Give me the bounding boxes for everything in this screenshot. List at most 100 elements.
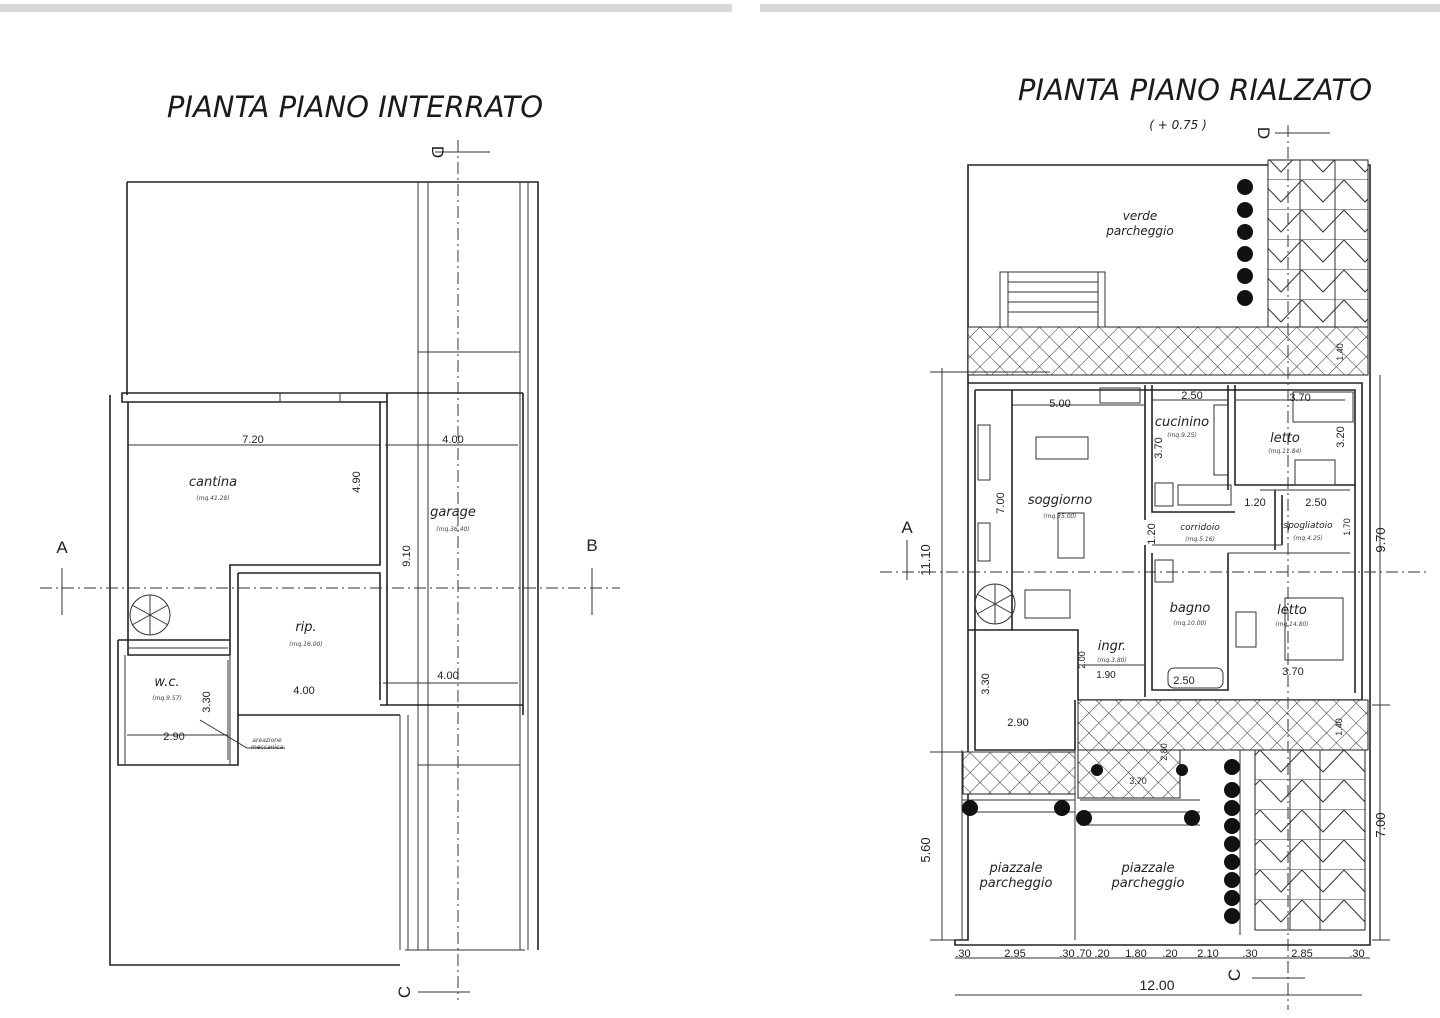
plan-title: PIANTA PIANO RIALZATO: [1018, 73, 1372, 107]
room-area: (mq.35.00): [1043, 513, 1076, 520]
scan-edge: [760, 4, 1440, 12]
dimension: 3.70: [1129, 776, 1147, 786]
plan-title: PIANTA PIANO INTERRATO: [167, 90, 543, 124]
room-label: soggiorno: [1028, 493, 1092, 508]
room-label: w.c.: [154, 675, 179, 690]
room-area: (mq.10.00): [1173, 620, 1206, 627]
dimension: .70: [1076, 948, 1091, 960]
garage-strip: [399, 182, 529, 951]
dimension: 2.50: [1305, 497, 1326, 509]
dimension: 3.70: [1282, 666, 1303, 678]
area-label: parcheggio: [978, 876, 1052, 891]
room-label: letto: [1277, 603, 1307, 618]
dimension: 2.00: [1077, 651, 1087, 669]
room-area: (mq.9.25): [1167, 432, 1197, 439]
room-label: letto: [1270, 431, 1300, 446]
dimension: 5.00: [1049, 398, 1070, 410]
basement-walls: [117, 392, 524, 766]
area-label: parcheggio: [1110, 876, 1184, 891]
dimension: 2.90: [163, 731, 184, 743]
dimension: .30: [1242, 948, 1257, 960]
room-label: cucinino: [1155, 415, 1209, 430]
dimension: 1.20: [1244, 497, 1265, 509]
dimension: 2.85: [1291, 948, 1312, 960]
dimension: 5.60: [918, 837, 933, 862]
window: [279, 392, 341, 403]
section-ticks: [906, 132, 1330, 979]
dimension-lines: [930, 368, 1390, 996]
dimension: 1.90: [1096, 670, 1116, 681]
note: meccanica: [251, 744, 284, 751]
dimension: .20: [1094, 948, 1109, 960]
dimension: 2.50: [1181, 390, 1202, 402]
room-label: rip.: [295, 620, 316, 635]
room-area: (mq.41.28): [196, 495, 229, 502]
room-area: (mq.11.84): [1268, 448, 1301, 455]
room-area: (mq.4.25): [1293, 535, 1323, 542]
dimension: 7.20: [242, 434, 263, 446]
bottom-dimension-chain: .30 2.95 .30 .70 .20 1.80 .20 2.10 .30 2…: [955, 948, 1364, 960]
dimension: 7.00: [995, 492, 1007, 513]
room-area: (mq.16.00): [289, 641, 322, 648]
shrub-row-icon: [1237, 179, 1253, 306]
room-area: (mq.14.80): [1275, 621, 1308, 628]
plan-raised-floor: PIANTA PIANO RIALZATO ( + 0.75 ) verde p…: [880, 73, 1430, 1010]
level-label: ( + 0.75 ): [1149, 118, 1207, 132]
dimension: 3.30: [980, 673, 992, 694]
dimension: 11.10: [918, 544, 933, 576]
room-area: (mq.9.57): [152, 695, 182, 702]
dimension: 4.00: [437, 670, 458, 682]
section-mark: B: [586, 536, 597, 555]
plan-basement: PIANTA PIANO INTERRATO areazione meccani…: [40, 90, 620, 1000]
section-mark: C: [1225, 969, 1244, 981]
dimension: 2.10: [1197, 948, 1218, 960]
inner-lines: [1012, 399, 1350, 666]
dimension: 4.00: [442, 434, 463, 446]
steps-lower: [961, 750, 1321, 940]
shrub-icon: [962, 759, 1240, 924]
room-area: (mq.36.40): [436, 526, 469, 533]
lot-boundary: [954, 164, 1371, 946]
furniture: [977, 387, 1354, 689]
parking-grid: [1254, 749, 1366, 931]
room-label: ingr.: [1098, 639, 1126, 654]
grid-lines: [1299, 160, 1336, 327]
inner-lines: [124, 444, 518, 765]
section-ticks: [61, 151, 593, 993]
scan-edge: [0, 4, 732, 12]
dimension: 1.20: [1146, 523, 1158, 544]
leader-line: [199, 719, 285, 749]
area-label: parcheggio: [1105, 224, 1173, 238]
dimension: 4.00: [293, 685, 314, 697]
room-label: cantina: [189, 475, 237, 490]
dimension: 9.10: [401, 545, 413, 566]
area-label: verde: [1123, 209, 1157, 223]
dimension: 3.70: [1153, 437, 1165, 458]
paving-hatch: [962, 751, 1076, 795]
dimension: 7.00: [1373, 812, 1388, 837]
room-area: (mq.5.16): [1185, 536, 1215, 543]
lot-boundary: [109, 181, 539, 966]
spiral-stair-icon: [129, 594, 171, 636]
area-label: piazzale: [1120, 861, 1174, 876]
paving-hatch: [1077, 699, 1369, 751]
dimension: 3.20: [1335, 426, 1347, 447]
room-label: bagno: [1170, 601, 1211, 616]
dimension: 3.70: [1289, 392, 1310, 404]
spiral-stair-icon: [974, 583, 1016, 625]
room-label: garage: [430, 505, 476, 520]
dimension: 4.90: [351, 471, 363, 492]
section-mark: D: [428, 146, 447, 158]
dimension: 2.80: [1159, 743, 1169, 761]
paving-hatch: [967, 326, 1369, 376]
note: areazione: [252, 737, 282, 744]
dimension: .30: [1349, 948, 1364, 960]
dimension: .20: [1162, 948, 1177, 960]
dimension: 2.95: [1004, 948, 1025, 960]
dimension: 1.80: [1125, 948, 1146, 960]
steps: [999, 271, 1106, 328]
dimension: 1.40: [1334, 718, 1344, 736]
room-label: corridoio: [1180, 523, 1220, 533]
dimension: .30: [955, 948, 970, 960]
dimension: 1.70: [1342, 518, 1352, 536]
